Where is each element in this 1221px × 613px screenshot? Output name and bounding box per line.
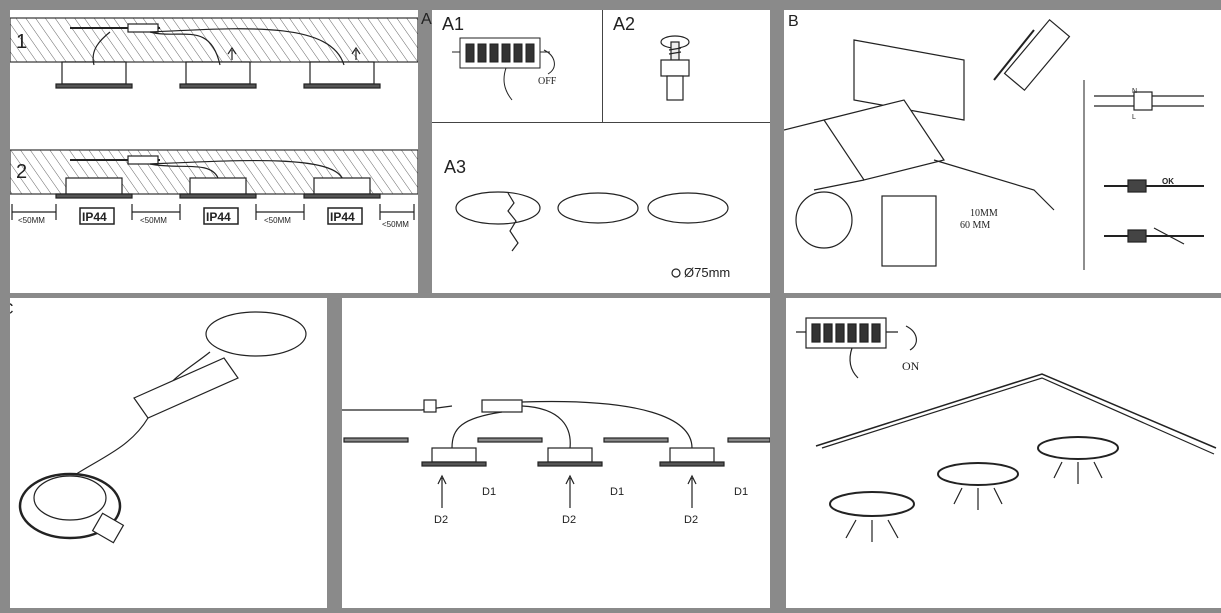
panel-a2-label: A2 <box>613 14 636 34</box>
d1-label-3: D1 <box>734 486 749 498</box>
frame-col-b <box>770 0 784 298</box>
driver-drawing <box>18 311 307 544</box>
live-label: L <box>1132 114 1136 121</box>
frame-col-c <box>327 298 342 613</box>
step-1-label: 1 <box>16 31 27 53</box>
d1-label-2: D1 <box>610 486 625 498</box>
gap-label-4: <50MM <box>382 220 409 229</box>
d2-label-1: D2 <box>434 514 449 526</box>
panel-a-drawing: 1 2 <box>10 17 418 225</box>
breaker-drawing-off <box>452 37 555 101</box>
gap-label-2: <50MM <box>140 216 167 225</box>
frame-top <box>0 0 1221 10</box>
strip-length-short: 10MM <box>970 208 998 219</box>
cutout-drawing <box>455 191 729 278</box>
panel-a1-label: A1 <box>442 14 465 34</box>
frame-bottom <box>0 608 1221 613</box>
panel-a-letter-outer: A <box>421 11 432 28</box>
install-drawing <box>342 399 770 508</box>
panel-b-letter: B <box>788 13 799 30</box>
step-2-label: 2 <box>16 161 27 183</box>
panel-c-letter: C <box>10 302 14 318</box>
panel-a3-label: A3 <box>444 157 467 177</box>
panel-a2-hole-saw: A2 <box>603 10 770 123</box>
panel-a1-switch-off: A1 OFF <box>432 10 603 123</box>
ok-text: OK <box>1162 177 1174 186</box>
gap-label-1: <50MM <box>18 216 45 225</box>
switch-off-text: OFF <box>538 76 557 87</box>
ceiling-slab-1 <box>10 17 418 63</box>
panel-d-install: D D1 D1 D1 D2 D2 D2 <box>342 298 770 608</box>
ip44-label-2: IP44 <box>206 210 231 224</box>
switch-on-text: ON <box>902 359 920 373</box>
frame-left-gutter <box>0 0 10 613</box>
frame-col-a <box>418 0 432 298</box>
panel-a3-cutout: A3 Ø75mm <box>432 123 770 293</box>
downlights-step2 <box>11 155 415 220</box>
downlights-step1 <box>55 23 381 89</box>
neutral-label: N <box>1132 88 1138 95</box>
d1-label-1: D1 <box>482 486 497 498</box>
gap-label-3: <50MM <box>264 216 291 225</box>
d2-label-3: D2 <box>684 514 699 526</box>
diameter-label: Ø75mm <box>684 265 731 280</box>
ip44-label-1: IP44 <box>82 210 107 224</box>
lit-ceiling-drawing <box>796 317 1217 542</box>
panel-a-mounting: 1 2 A IP44 IP44 IP44 <50MM <50MM <50MM <… <box>10 10 418 293</box>
panel-b-wiring: B 10MM 60 MM OK N L <box>784 10 1221 293</box>
wiring-drawing <box>784 18 1204 270</box>
ip44-label-3: IP44 <box>330 210 355 224</box>
panel-e-switch-on: E ON <box>786 298 1221 608</box>
frame-mid-bar <box>0 293 1221 298</box>
d2-label-2: D2 <box>562 514 577 526</box>
frame-col-e <box>770 298 786 613</box>
panel-c-driver: C <box>10 298 327 608</box>
hole-saw-drawing <box>660 35 690 101</box>
strip-length-long: 60 MM <box>960 220 991 231</box>
ip44-badges <box>79 207 363 225</box>
